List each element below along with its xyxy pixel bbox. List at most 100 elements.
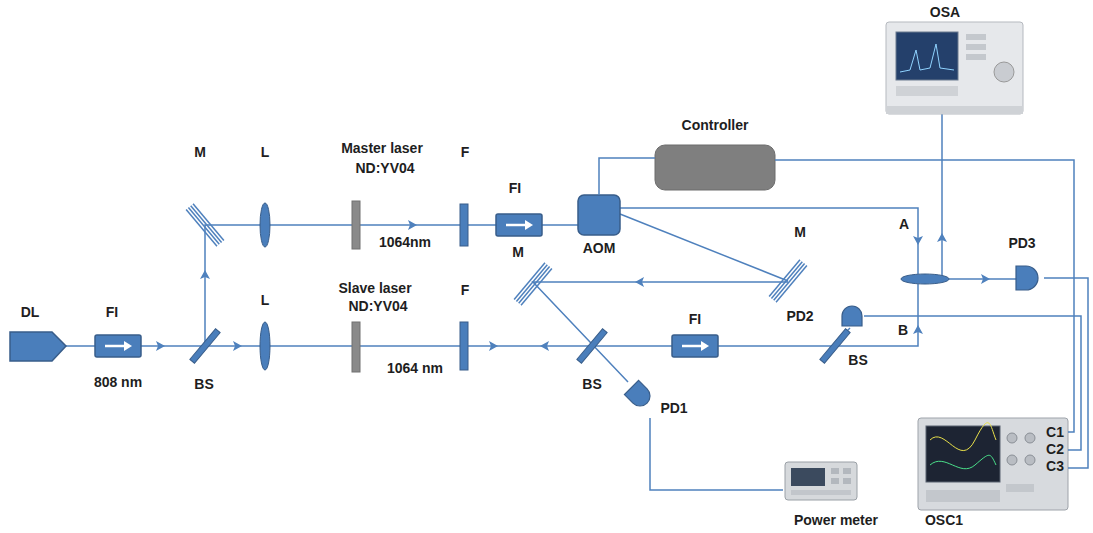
- part-label: M: [194, 144, 206, 160]
- photodiode: [624, 266, 1038, 410]
- part-label: FI: [689, 311, 701, 327]
- beam-arrow: [635, 277, 644, 287]
- photodiode: PD2: [783, 302, 864, 328]
- diode-laser: [10, 332, 66, 361]
- osa-instrument: [886, 22, 1023, 114]
- signal-wire: [650, 418, 783, 490]
- faraday-isolator: [95, 335, 141, 357]
- mirror: [514, 263, 552, 306]
- part-label: BS: [582, 376, 601, 392]
- oscilloscope: [918, 418, 1068, 510]
- part-label: DL: [21, 304, 40, 320]
- component-label: OSA: [930, 4, 960, 20]
- laser-name: Master laser: [341, 140, 423, 156]
- faraday-isolator: [506, 224, 527, 227]
- photodiode: PD1: [620, 386, 694, 418]
- laser-beam: [941, 114, 943, 275]
- aom-box: [578, 195, 620, 235]
- filter: [460, 322, 468, 370]
- oscilloscope: OSC1: [918, 418, 1068, 532]
- power-meter: [831, 468, 839, 474]
- osa-instrument: [966, 34, 986, 40]
- power-meter: [831, 478, 839, 484]
- part-label: L: [261, 144, 270, 160]
- mirror: [771, 262, 802, 299]
- mirror: [191, 206, 222, 243]
- oscilloscope: [1025, 433, 1035, 443]
- controller-body: [655, 145, 775, 190]
- beam-label: A: [899, 216, 909, 232]
- laser-name: Slave laser: [338, 280, 411, 296]
- photodiode: [842, 306, 862, 326]
- signal-wire: [864, 316, 1081, 450]
- mirror: [186, 204, 224, 247]
- optical-spectrum-analyzer: OSA: [884, 2, 1025, 116]
- lens: [260, 203, 270, 247]
- component-label: PD2: [786, 308, 813, 324]
- part-label: BS: [848, 352, 867, 368]
- beam-splitter: [820, 329, 850, 363]
- part-label: L: [261, 292, 270, 308]
- osa-instrument: [900, 44, 954, 72]
- wavelength-label: 1064 nm: [387, 360, 443, 376]
- component-label: Controller: [682, 117, 749, 133]
- beam-arrow: [937, 233, 947, 242]
- mirror: [521, 269, 552, 306]
- laser-beam: [205, 225, 578, 346]
- crystal-name: ND:YV04: [355, 160, 414, 176]
- power-meter: Power meter: [783, 460, 883, 532]
- mirror: [186, 204, 807, 306]
- faraday-isolator: [105, 345, 126, 348]
- osa-instrument: [896, 32, 958, 80]
- wavelength-label: 1064nm: [379, 234, 431, 250]
- wavelength-label: 808 nm: [94, 374, 142, 390]
- beam-combiner: [901, 274, 949, 284]
- part-label: F: [461, 282, 470, 298]
- beam-arrow: [233, 341, 242, 351]
- mirror: [776, 266, 807, 303]
- beam-arrow: [981, 274, 990, 284]
- laser-crystal: [352, 201, 360, 249]
- faraday-isolator: [95, 214, 718, 357]
- power-meter: [791, 468, 825, 486]
- beam-arrow: [913, 325, 923, 334]
- oscilloscope: [926, 490, 1000, 502]
- mirror: [193, 204, 224, 241]
- beam-arrow: [156, 341, 165, 351]
- mirror: [769, 260, 807, 303]
- part-label: M: [794, 224, 806, 240]
- oscilloscope: [930, 423, 996, 451]
- aom-box: [578, 195, 620, 235]
- beam-splitter: [190, 329, 220, 363]
- diode-laser: [10, 332, 66, 361]
- osa-instrument: [966, 54, 986, 60]
- power-meter: [843, 468, 851, 474]
- mirror: [519, 267, 550, 304]
- channel-label: C3: [1046, 458, 1064, 474]
- laser-beam: [949, 278, 1016, 280]
- part-label: FI: [106, 304, 118, 320]
- laser-beam: [66, 114, 1016, 382]
- mirror: [188, 208, 219, 245]
- laser-beam: [620, 214, 788, 281]
- photodiode: [1016, 266, 1038, 290]
- mirror: [516, 265, 547, 302]
- photodiode: [624, 380, 654, 410]
- signal-wire: [599, 158, 655, 195]
- oscilloscope: [1007, 433, 1017, 443]
- beam-arrow: [200, 270, 210, 279]
- controller-box: Controller: [655, 116, 775, 190]
- signal-wire: [1044, 278, 1088, 468]
- beam-arrow: [489, 341, 498, 351]
- component-label: Power meter: [794, 512, 878, 528]
- power-meter: [791, 490, 851, 495]
- part-label: F: [461, 144, 470, 160]
- oscilloscope: [1007, 455, 1017, 465]
- component-label: PD1: [660, 400, 687, 416]
- laser-beam: [592, 284, 918, 346]
- part-label: M: [512, 244, 524, 260]
- channel-label: C2: [1046, 441, 1064, 457]
- part-label: BS: [194, 376, 213, 392]
- beam-arrow: [156, 220, 990, 351]
- aom-modulator: AOM: [576, 195, 622, 257]
